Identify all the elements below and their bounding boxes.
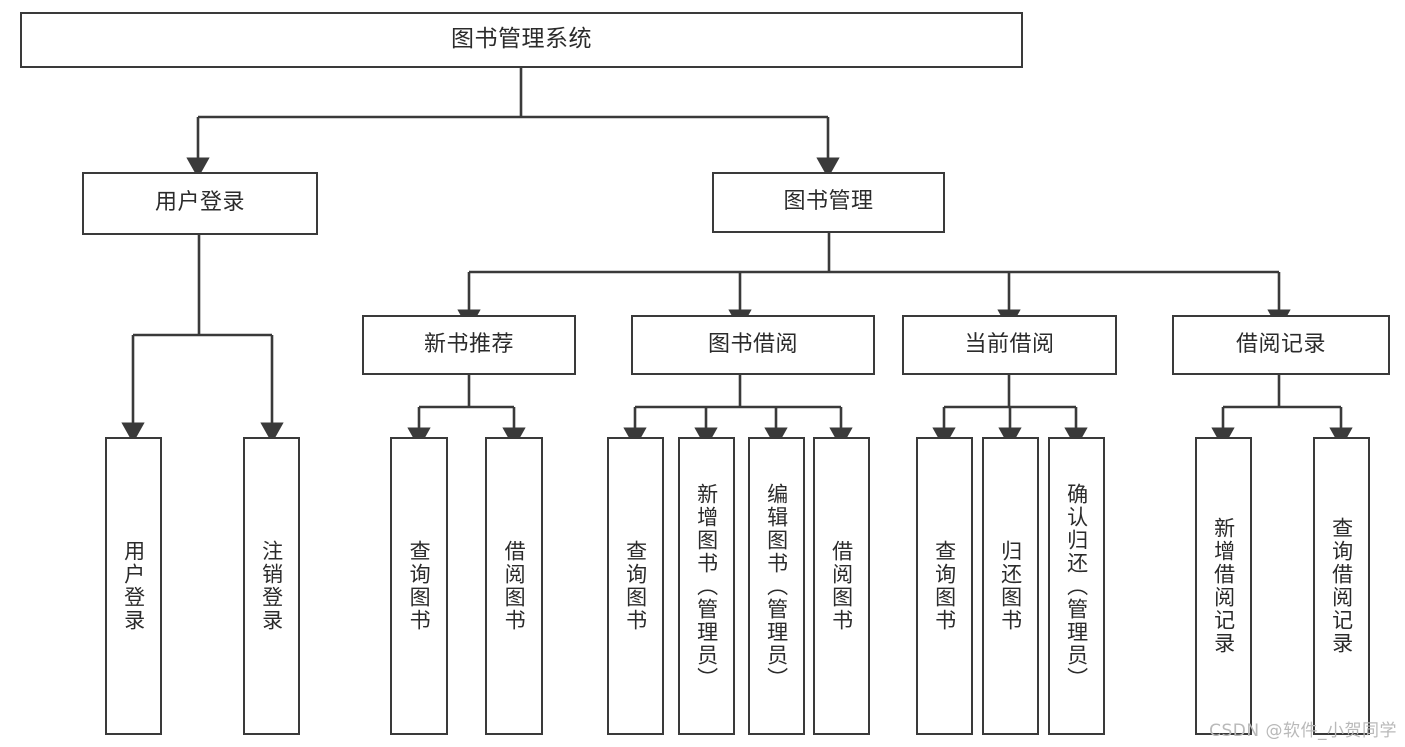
node-current-borrowing[interactable]: 当前借阅 — [902, 315, 1117, 375]
node-leaf-query-books-1[interactable]: 查询图书 — [390, 437, 448, 735]
node-leaf-add-book[interactable]: 新增图书（管理员） — [678, 437, 735, 735]
node-label: 用户登录 — [121, 540, 146, 632]
node-label: 借阅记录 — [1235, 331, 1326, 357]
node-leaf-query-books-2[interactable]: 查询图书 — [607, 437, 664, 735]
node-label: 图书管理系统 — [451, 26, 592, 53]
node-label: 图书管理 — [783, 189, 874, 215]
node-leaf-borrow-books-1[interactable]: 借阅图书 — [485, 437, 543, 735]
node-leaf-user-login[interactable]: 用户登录 — [105, 437, 162, 735]
node-leaf-logout[interactable]: 注销登录 — [243, 437, 300, 735]
node-borrowing-records[interactable]: 借阅记录 — [1172, 315, 1390, 375]
node-user-login[interactable]: 用户登录 — [82, 172, 318, 235]
node-label: 当前借阅 — [964, 331, 1055, 357]
node-label: 图书借阅 — [707, 331, 798, 357]
node-leaf-confirm-return[interactable]: 确认归还（管理员） — [1048, 437, 1105, 735]
node-leaf-query-record[interactable]: 查询借阅记录 — [1313, 437, 1370, 735]
node-label: 编辑图书（管理员） — [764, 482, 789, 690]
node-label: 注销登录 — [259, 540, 284, 632]
node-label: 借阅图书 — [502, 540, 527, 632]
node-book-management[interactable]: 图书管理 — [712, 172, 945, 233]
node-label: 查询借阅记录 — [1329, 517, 1354, 655]
node-leaf-return-book[interactable]: 归还图书 — [982, 437, 1039, 735]
node-label: 查询图书 — [623, 540, 648, 632]
node-leaf-query-books-3[interactable]: 查询图书 — [916, 437, 973, 735]
node-label: 查询图书 — [932, 540, 957, 632]
node-label: 用户登录 — [154, 190, 245, 216]
node-label: 归还图书 — [998, 540, 1023, 632]
node-book-borrowing[interactable]: 图书借阅 — [631, 315, 875, 375]
node-leaf-add-record[interactable]: 新增借阅记录 — [1195, 437, 1252, 735]
node-new-book-recommendation[interactable]: 新书推荐 — [362, 315, 576, 375]
node-leaf-borrow-books-2[interactable]: 借阅图书 — [813, 437, 870, 735]
node-label: 确认归还（管理员） — [1064, 482, 1089, 690]
node-label: 借阅图书 — [829, 540, 854, 632]
node-label: 新增借阅记录 — [1211, 517, 1236, 655]
node-leaf-edit-book[interactable]: 编辑图书（管理员） — [748, 437, 805, 735]
node-label: 新增图书（管理员） — [694, 482, 719, 690]
node-label: 新书推荐 — [423, 331, 514, 357]
node-label: 查询图书 — [407, 540, 432, 632]
node-system-title[interactable]: 图书管理系统 — [20, 12, 1023, 68]
